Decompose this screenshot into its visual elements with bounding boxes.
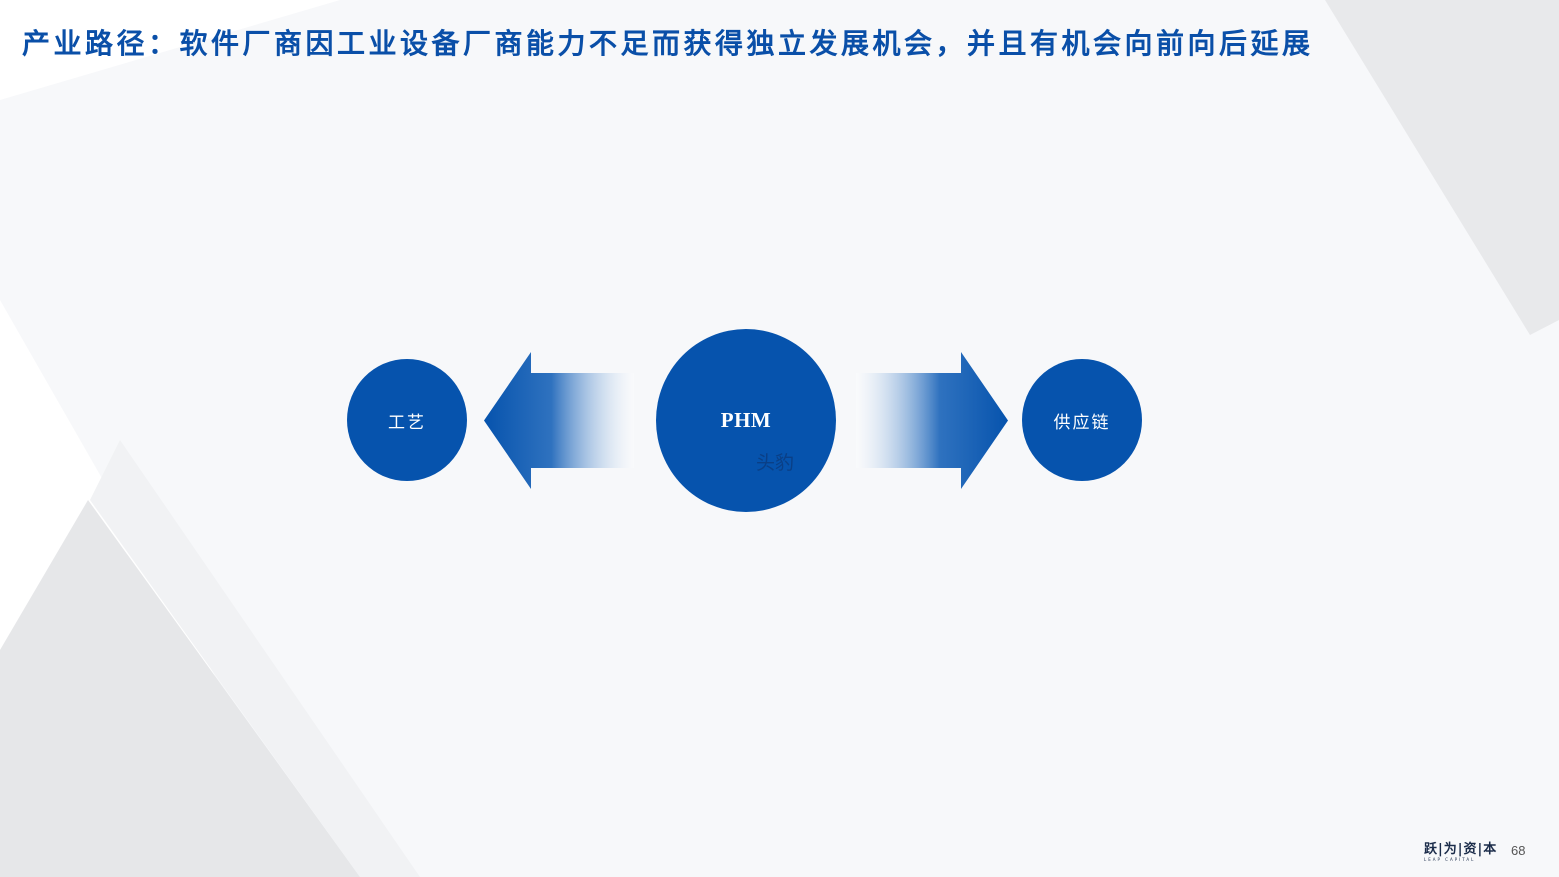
node-phm-label: PHM [720, 408, 772, 432]
node-supply-chain: 供应链 [1022, 359, 1142, 481]
watermark-text: 头豹 [756, 452, 795, 474]
logo-english-text: LEAP CAPITAL [1424, 857, 1476, 862]
logo-chinese-text: 跃|为|资|本 [1424, 842, 1498, 857]
node-supply-chain-label: 供应链 [1053, 412, 1111, 433]
page-title: 产业路径：软件厂商因工业设备厂商能力不足而获得独立发展机会，并且有机会向前向后延… [22, 27, 1314, 60]
company-logo: 跃|为|资|本 LEAP CAPITAL [1424, 842, 1497, 862]
page-number: 68 [1511, 843, 1526, 858]
right-arrow [856, 352, 1008, 489]
node-process: 工艺 [347, 359, 467, 481]
left-arrow [484, 352, 634, 489]
node-phm: PHM [656, 329, 836, 512]
node-process-label: 工艺 [388, 412, 426, 433]
